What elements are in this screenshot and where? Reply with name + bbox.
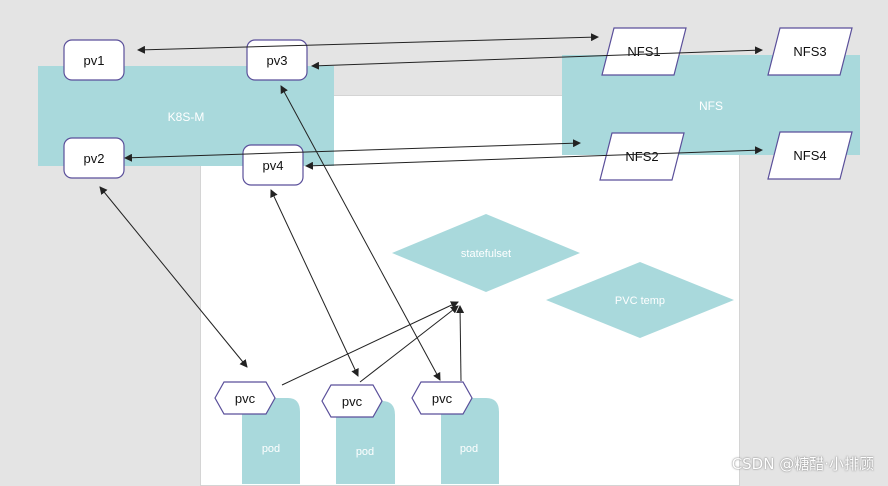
- pvc-template-node[interactable]: PVC temp: [546, 262, 734, 338]
- nfs-region-label: NFS: [699, 99, 723, 113]
- nfs1-node[interactable]: NFS1: [601, 27, 687, 76]
- pv1-node[interactable]: pv1: [63, 39, 125, 81]
- k8s-region-label: K8S-M: [168, 110, 205, 124]
- statefulset-node[interactable]: statefulset: [392, 214, 580, 292]
- pod-1[interactable]: pod: [242, 398, 300, 484]
- pvc-label: pvc: [235, 391, 256, 406]
- pvc-3-node[interactable]: pvc: [411, 381, 473, 415]
- connectors: [99, 33, 763, 386]
- pod-2[interactable]: pod: [336, 401, 395, 484]
- arrow-pv4-nfs4: [305, 146, 763, 170]
- pvc-2-node[interactable]: pvc: [321, 384, 383, 418]
- arrow-pv2-pvc1: [99, 186, 248, 368]
- nfs2-node[interactable]: NFS2: [599, 132, 685, 181]
- nfs4-label: NFS4: [793, 148, 826, 163]
- pv2-node[interactable]: pv2: [63, 137, 125, 179]
- pv4-label: pv4: [263, 158, 284, 173]
- pv1-label: pv1: [84, 53, 105, 68]
- pvc-1-node[interactable]: pvc: [214, 381, 276, 415]
- arrow-pvc1-statefulset: [281, 301, 459, 386]
- pvc-template-label: PVC temp: [615, 295, 665, 307]
- pod-3[interactable]: pod: [441, 398, 499, 484]
- arrow-pv3-nfs3: [311, 46, 763, 70]
- arrow-pv4-pvc2: [270, 189, 359, 377]
- nfs2-label: NFS2: [625, 149, 658, 164]
- nfs1-label: NFS1: [627, 44, 660, 59]
- statefulset-label: statefulset: [461, 248, 511, 260]
- pod-label: pod: [262, 443, 280, 455]
- nfs4-node[interactable]: NFS4: [767, 131, 853, 180]
- pv2-label: pv2: [84, 151, 105, 166]
- pod-label: pod: [460, 443, 478, 455]
- nfs3-node[interactable]: NFS3: [767, 27, 853, 76]
- arrow-pvc2-statefulset: [359, 305, 459, 383]
- nfs3-label: NFS3: [793, 44, 826, 59]
- watermark: CSDN @糖醋·小排顾: [731, 455, 874, 473]
- pv3-label: pv3: [267, 53, 288, 68]
- pod-label: pod: [356, 446, 374, 458]
- pv4-node[interactable]: pv4: [242, 144, 304, 186]
- arrow-pv3-pvc3: [280, 85, 441, 381]
- pvc-label: pvc: [432, 391, 453, 406]
- arrow-pvc3-statefulset: [456, 305, 465, 382]
- pvc-label: pvc: [342, 394, 363, 409]
- arrow-pv1-nfs1: [137, 33, 599, 54]
